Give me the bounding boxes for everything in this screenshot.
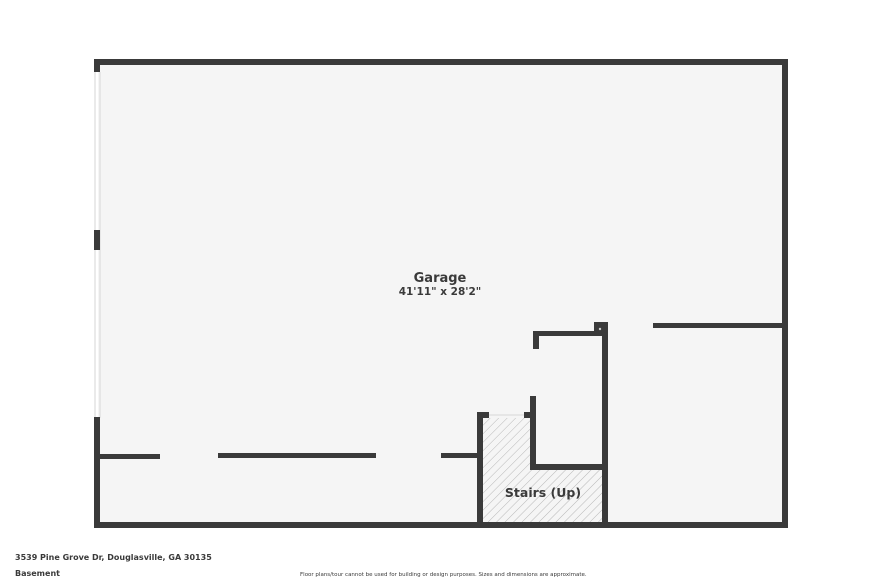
room-name: Stairs (Up) — [504, 485, 582, 500]
disclaimer-text: Floor plans/tour cannot be used for buil… — [300, 572, 587, 578]
wall-interior-hook — [533, 331, 539, 349]
wall-left-lower — [94, 417, 100, 528]
wall-partial-2 — [218, 453, 376, 458]
room-label-garage: Garage 41'11" x 28'2" — [360, 271, 520, 298]
wall-top — [94, 59, 788, 65]
wall-interior-horizontal — [533, 331, 608, 336]
stairs-wall-left — [477, 412, 483, 526]
stairs-wall-inner-horizontal — [530, 464, 607, 470]
wall-partial-3 — [441, 453, 481, 458]
room-name: Garage — [413, 271, 467, 286]
room-dimensions: 41'11" x 28'2" — [398, 286, 482, 298]
wall-bottom — [94, 522, 788, 528]
stairs-wall-inner-vertical — [530, 396, 536, 470]
walls — [94, 59, 788, 528]
address-text: 3539 Pine Grove Dr, Douglasville, GA 301… — [15, 553, 212, 562]
post-marker — [598, 327, 602, 331]
level-text: Basement — [15, 569, 60, 578]
wall-right-partial — [653, 323, 784, 328]
garage-floor — [98, 63, 784, 524]
wall-left-top-stub — [94, 59, 100, 72]
wall-left-mid — [94, 230, 100, 250]
room-label-stairs: Stairs (Up) — [483, 485, 603, 500]
stairs-wall-top-left — [477, 412, 489, 418]
wall-interior-post — [594, 322, 608, 332]
wall-right — [782, 59, 788, 528]
wall-interior-vertical — [602, 322, 608, 528]
wall-partial-1 — [98, 454, 160, 459]
